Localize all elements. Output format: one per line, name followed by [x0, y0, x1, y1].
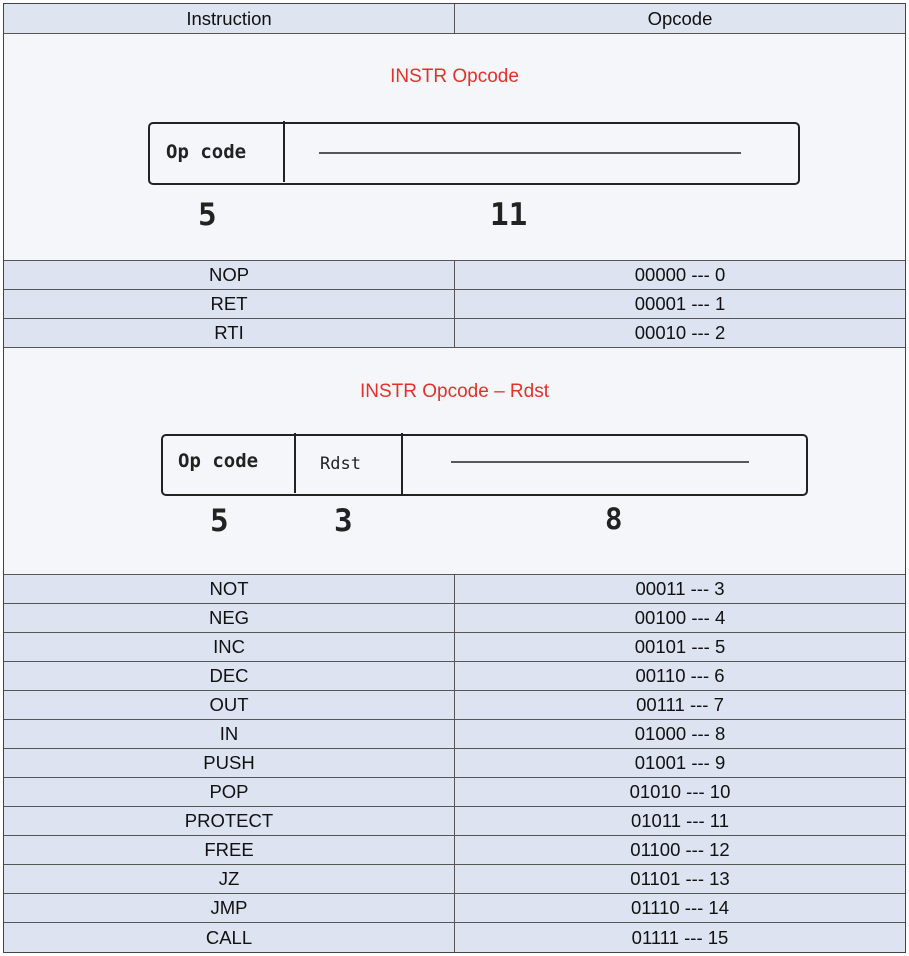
- table-row: DEC 00110 --- 6: [4, 662, 905, 691]
- table-row: INC 00101 --- 5: [4, 633, 905, 662]
- opcode-cell: 01010 --- 10: [629, 781, 731, 802]
- instruction-cell: PROTECT: [4, 807, 455, 835]
- opcode-cell: 00101 --- 5: [634, 636, 726, 657]
- table-row: NOT 00011 --- 3: [4, 575, 905, 604]
- format-band-opcode-rdst: INSTR Opcode – Rdst Op code Rdst 5 3 8: [4, 348, 905, 575]
- instruction-format-diagram: Op code Rdst 5 3 8: [161, 433, 808, 539]
- opcode-cell: 00010 --- 2: [634, 322, 726, 343]
- table-row: POP 01010 --- 10: [4, 778, 905, 807]
- table-header-row: Instruction Opcode: [4, 4, 905, 34]
- instruction-cell: JZ: [4, 865, 455, 893]
- table-row: RTI 00010 --- 2: [4, 319, 905, 348]
- instruction-cell: POP: [4, 778, 455, 806]
- instruction-cell: OUT: [4, 691, 455, 719]
- table-row: IN 01000 --- 8: [4, 720, 905, 749]
- size-opcode-label: 5: [198, 197, 217, 233]
- table-row: NOP 00000 --- 0: [4, 261, 905, 290]
- table-row: PUSH 01001 --- 9: [4, 749, 905, 778]
- field-opcode-label: Op code: [178, 450, 258, 472]
- opcode-cell: 00001 --- 1: [634, 293, 726, 314]
- table-row: NEG 00100 --- 4: [4, 604, 905, 633]
- opcode-cell: 01101 --- 13: [630, 868, 730, 889]
- instruction-cell: NEG: [4, 604, 455, 632]
- format-band-opcode: INSTR Opcode Op code 5 11: [4, 34, 905, 261]
- table-row: PROTECT 01011 --- 11: [4, 807, 905, 836]
- instruction-cell: NOP: [4, 261, 455, 289]
- opcode-cell: 00100 --- 4: [634, 607, 726, 628]
- opcode-cell: 01001 --- 9: [634, 752, 726, 773]
- table-row: RET 00001 --- 1: [4, 290, 905, 319]
- field-opcode-label: Op code: [166, 141, 246, 163]
- size-rest-label: 8: [605, 502, 622, 536]
- opcode-cell: 01011 --- 11: [630, 810, 730, 831]
- opcode-table: Instruction Opcode INSTR Opcode Op code …: [3, 3, 906, 953]
- opcode-cell: 00110 --- 6: [635, 665, 725, 686]
- opcode-cell: 01110 --- 14: [630, 897, 730, 918]
- table-row: CALL 01111 --- 15: [4, 923, 905, 952]
- instruction-cell: INC: [4, 633, 455, 661]
- instruction-cell: JMP: [4, 894, 455, 922]
- opcode-cell: 00011 --- 3: [635, 578, 725, 599]
- format-title: INSTR Opcode: [390, 66, 519, 87]
- field-rdst-label: Rdst: [320, 454, 361, 474]
- instruction-cell: CALL: [4, 923, 455, 952]
- table-row: JMP 01110 --- 14: [4, 894, 905, 923]
- opcode-cell: 01000 --- 8: [634, 723, 726, 744]
- opcode-cell: 01100 --- 12: [630, 839, 730, 860]
- format-title: INSTR Opcode – Rdst: [359, 381, 550, 402]
- header-opcode: Opcode: [647, 7, 713, 29]
- table-row: FREE 01100 --- 12: [4, 836, 905, 865]
- opcode-cell: 00000 --- 0: [634, 264, 726, 285]
- instruction-cell: IN: [4, 720, 455, 748]
- instruction-cell: RTI: [4, 319, 455, 347]
- table-row: OUT 00111 --- 7: [4, 691, 905, 720]
- instruction-cell: FREE: [4, 836, 455, 864]
- header-instruction: Instruction: [4, 4, 455, 33]
- table-row: JZ 01101 --- 13: [4, 865, 905, 894]
- size-rest-label: 11: [490, 197, 527, 233]
- instruction-cell: RET: [4, 290, 455, 318]
- instruction-cell: DEC: [4, 662, 455, 690]
- instruction-cell: NOT: [4, 575, 455, 603]
- instruction-format-diagram: Op code 5 11: [148, 121, 800, 233]
- size-rdst-label: 3: [334, 503, 353, 539]
- opcode-cell: 00111 --- 7: [636, 694, 724, 715]
- opcode-cell: 01111 --- 15: [631, 926, 729, 948]
- instruction-cell: PUSH: [4, 749, 455, 777]
- size-opcode-label: 5: [210, 503, 229, 539]
